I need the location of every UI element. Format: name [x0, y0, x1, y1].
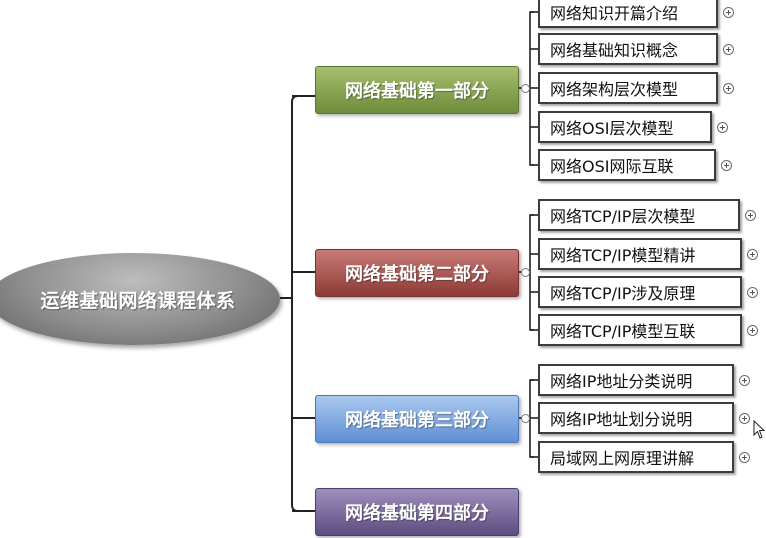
- root-spine-line: [291, 95, 299, 512]
- branch-node-part-3[interactable]: 网络基础第三部分: [315, 395, 519, 443]
- expand-icon[interactable]: [747, 325, 758, 336]
- expand-icon[interactable]: [747, 287, 758, 298]
- leaf-node[interactable]: 局域网上网原理讲解: [538, 441, 734, 473]
- branch-node-part-4[interactable]: 网络基础第四部分: [315, 488, 519, 536]
- leaf-node-label: 网络TCP/IP模型精讲: [550, 246, 696, 265]
- leaf-node-label: 网络IP地址划分说明: [550, 410, 693, 429]
- leaf-node-label: 网络知识开篇介绍: [550, 4, 679, 23]
- leaf-node[interactable]: 网络架构层次模型: [538, 72, 718, 104]
- branch-node-label: 网络基础第四部分: [345, 503, 489, 524]
- branch-node-label: 网络基础第二部分: [345, 264, 489, 285]
- leaf-node[interactable]: 网络IP地址分类说明: [538, 364, 734, 396]
- leaf-node[interactable]: 网络TCP/IP模型精讲: [538, 238, 742, 270]
- leaf-node-label: 网络TCP/IP模型互联: [550, 322, 696, 341]
- expand-icon[interactable]: [745, 210, 756, 221]
- leaf-node[interactable]: 网络OSI层次模型: [538, 111, 712, 143]
- leaf-node-label: 网络TCP/IP层次模型: [550, 207, 696, 226]
- leaf-node[interactable]: 网络知识开篇介绍: [538, 0, 718, 28]
- collapse-toggle-icon[interactable]: [521, 268, 530, 277]
- expand-icon[interactable]: [717, 122, 728, 133]
- branch-node-label: 网络基础第三部分: [345, 410, 489, 431]
- leaf-node[interactable]: 网络OSI网际互联: [538, 149, 716, 181]
- expand-icon[interactable]: [723, 7, 734, 18]
- expand-icon[interactable]: [747, 249, 758, 260]
- expand-icon[interactable]: [739, 452, 750, 463]
- leaf-node-label: 网络OSI网际互联: [550, 157, 674, 176]
- expand-icon[interactable]: [739, 375, 750, 386]
- leaf-node-label: 网络架构层次模型: [550, 80, 679, 99]
- expand-icon[interactable]: [721, 160, 732, 171]
- leaf-node[interactable]: 网络基础知识概念: [538, 33, 718, 65]
- leaf-node-label: 局域网上网原理讲解: [550, 449, 695, 468]
- expand-icon[interactable]: [723, 44, 734, 55]
- leaf-node-label: 网络IP地址分类说明: [550, 372, 693, 391]
- expand-icon[interactable]: [739, 413, 750, 424]
- leaf-node-label: 网络TCP/IP涉及原理: [550, 284, 696, 303]
- branch-node-label: 网络基础第一部分: [345, 81, 489, 102]
- leaf-node-label: 网络OSI层次模型: [550, 119, 674, 138]
- branch-node-part-2[interactable]: 网络基础第二部分: [315, 249, 519, 297]
- root-node[interactable]: 运维基础网络课程体系: [0, 253, 280, 345]
- leaf-node[interactable]: 网络TCP/IP模型互联: [538, 314, 742, 346]
- branch-node-part-1[interactable]: 网络基础第一部分: [315, 66, 519, 114]
- leaf-node[interactable]: 网络TCP/IP层次模型: [538, 199, 740, 231]
- leaf-node[interactable]: 网络IP地址划分说明: [538, 402, 734, 434]
- expand-icon[interactable]: [723, 83, 734, 94]
- leaf-node-label: 网络基础知识概念: [550, 41, 679, 60]
- collapse-toggle-icon[interactable]: [521, 84, 530, 93]
- root-node-label: 运维基础网络课程体系: [40, 289, 236, 312]
- mouse-cursor-icon: [753, 420, 765, 439]
- branch2-spine: [529, 214, 534, 331]
- leaf-node[interactable]: 网络TCP/IP涉及原理: [538, 276, 742, 308]
- collapse-toggle-icon[interactable]: [521, 414, 530, 423]
